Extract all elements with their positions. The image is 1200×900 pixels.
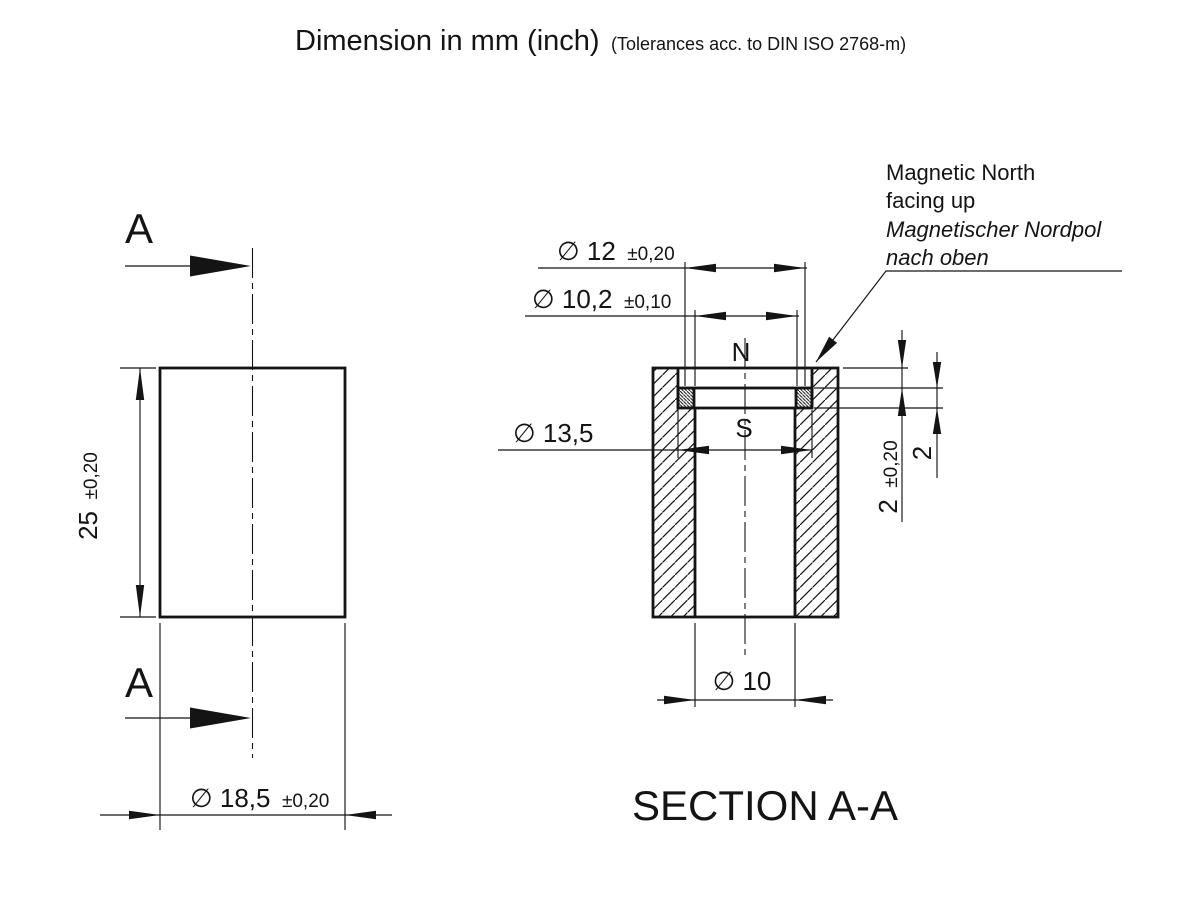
- d10-arrow-right: [795, 695, 826, 705]
- section-hatch-right-wall: [795, 368, 838, 617]
- height-dim-text: 25 ±0,20: [73, 452, 103, 540]
- height-arrow-down: [135, 585, 145, 617]
- section-hatch-left-wall: [653, 368, 695, 617]
- note-leader-arrowhead: [816, 336, 838, 362]
- depth-value: 2: [873, 499, 903, 513]
- section-view: N S ∅ 12 ±0,20 ∅ 10,2 ±0,10 ∅ 13,5: [498, 160, 1122, 829]
- depth-dim-text: 2 ±0,20: [873, 440, 903, 513]
- height-tolerance: ±0,20: [81, 452, 102, 499]
- note-line-4: nach oben: [886, 245, 989, 270]
- page-title: Dimension in mm (inch) (Tolerances acc. …: [295, 25, 906, 57]
- pole-south-label: S: [735, 413, 752, 443]
- section-arrow-top-head: [190, 255, 251, 277]
- pole-north-label: N: [732, 337, 751, 367]
- magnetic-north-note: Magnetic North facing up Magnetischer No…: [815, 160, 1122, 363]
- d102-dim-text: ∅ 10,2 ±0,10: [532, 284, 671, 314]
- d12-tolerance: ±0,20: [627, 244, 674, 265]
- d102-arrow-right: [766, 311, 797, 321]
- depth-tolerance: ±0,20: [881, 440, 902, 487]
- od-dim-text: ∅ 18,5 ±0,20: [190, 783, 329, 813]
- section-arrow-bottom-head: [190, 707, 251, 729]
- title-main: Dimension in mm (inch): [295, 25, 600, 57]
- cut-label-bottom: A: [125, 659, 153, 706]
- cut-label-top: A: [125, 205, 153, 252]
- depth-arrow-up: [897, 388, 907, 416]
- height-arrow-up: [135, 368, 145, 400]
- thickness-arrow-up: [932, 408, 942, 434]
- note-leader-line: [815, 270, 1122, 363]
- d10-arrow-left: [664, 695, 695, 705]
- section-label: SECTION A-A: [632, 782, 898, 829]
- d12-arrow-right: [774, 263, 805, 273]
- d102-tolerance: ±0,10: [624, 292, 671, 313]
- title-tolerance-note: (Tolerances acc. to DIN ISO 2768-m): [611, 34, 906, 54]
- d135-dim-text: ∅ 13,5: [513, 418, 593, 448]
- od-value: ∅ 18,5: [190, 783, 270, 813]
- note-line-3: Magnetischer Nordpol: [886, 217, 1102, 242]
- magnet-ring-section-right: [796, 388, 812, 408]
- thickness-arrow-down: [932, 362, 942, 388]
- d10-dim-text: ∅ 10: [713, 666, 772, 696]
- d135-arrow-left: [678, 445, 709, 455]
- d135-arrow-right: [781, 445, 812, 455]
- magnet-ring-section-left: [678, 388, 694, 408]
- d102-value: ∅ 10,2: [532, 284, 612, 314]
- od-tolerance: ±0,20: [282, 791, 329, 812]
- depth-arrow-down: [897, 340, 907, 368]
- d12-value: ∅ 12: [557, 236, 616, 266]
- od-arrow-right: [345, 810, 376, 820]
- d102-arrow-left: [695, 311, 726, 321]
- d12-arrow-left: [685, 263, 716, 273]
- note-line-2: facing up: [886, 188, 975, 213]
- height-value: 25: [73, 511, 103, 540]
- left-view: A A 25 ±0,20 ∅ 18,5 ±0,20: [73, 205, 392, 830]
- d12-dim-text: ∅ 12 ±0,20: [557, 236, 675, 266]
- thickness-dim-text: 2: [907, 446, 937, 460]
- note-line-1: Magnetic North: [886, 160, 1035, 185]
- od-arrow-left: [129, 810, 160, 820]
